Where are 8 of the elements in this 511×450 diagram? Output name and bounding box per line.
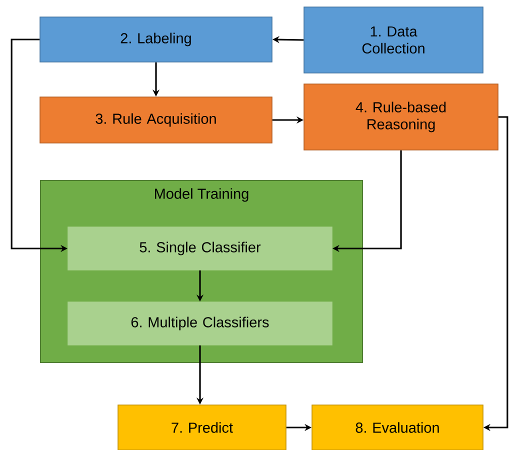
process-box: 7. Predict: [118, 404, 286, 450]
process-box: 2. Labeling: [40, 16, 272, 62]
process-box: 1. Data Collection: [304, 6, 484, 74]
process-box: 6. Multiple Classifiers: [68, 302, 332, 346]
process-box: 8. Evaluation: [312, 404, 484, 450]
process-box: 4. Rule-based Reasoning: [304, 84, 498, 150]
process-box: 3. Rule Acquisition: [40, 96, 272, 144]
process-box: 5. Single Classifier: [68, 226, 332, 270]
